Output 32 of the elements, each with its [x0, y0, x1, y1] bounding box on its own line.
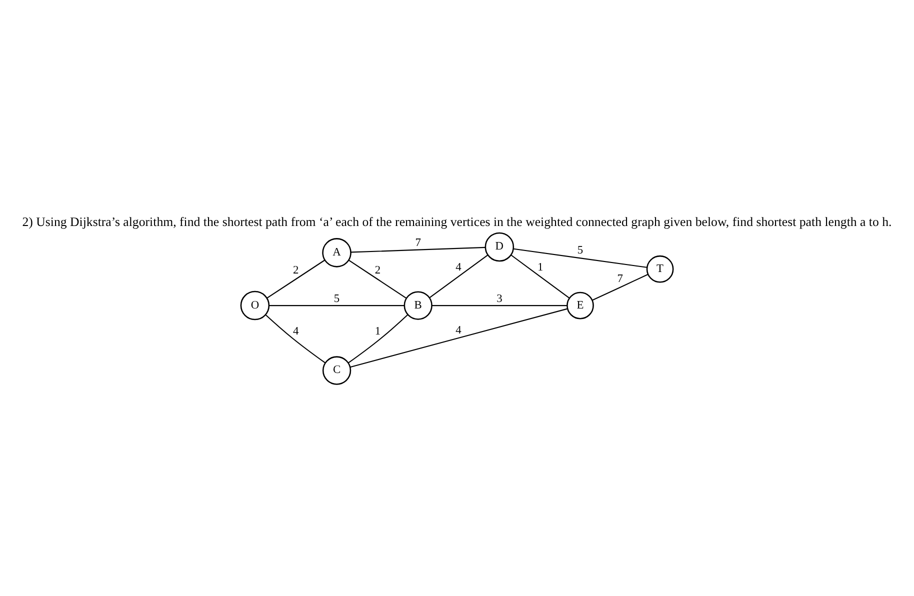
node-circle: E [566, 291, 594, 319]
connector [269, 304, 404, 306]
edge-label: 1 [374, 325, 381, 338]
node-circle: B [404, 290, 432, 320]
connector [350, 246, 486, 252]
edge-label: 2 [374, 264, 381, 276]
edge-label: 5 [577, 244, 584, 256]
node-circle: A [322, 238, 352, 267]
edge-label: 7 [617, 272, 623, 284]
node-circle: O [240, 290, 270, 320]
node-circle: C [322, 356, 352, 384]
edge-label: 4 [456, 324, 462, 336]
node-circle: D [484, 232, 514, 262]
edge-label: 3 [496, 292, 502, 304]
connector [350, 308, 568, 368]
edge-label: 1 [537, 260, 544, 273]
node-circle: T [646, 254, 674, 282]
edge-label: 7 [415, 236, 421, 249]
connector [432, 304, 568, 306]
diagram-title: 2) Using Dijkstra’s algorithm, find the shortest path from ‘a’ each of the remaining vertices in the weighted connected graph given below, find shortest path length a to h. [22, 214, 892, 228]
connector [265, 314, 326, 363]
edge-label: 4 [293, 325, 299, 338]
edge-label: 5 [334, 292, 340, 304]
connector [348, 259, 407, 298]
edge-label: 2 [293, 264, 299, 276]
connector [266, 259, 325, 298]
connector [592, 273, 648, 300]
connector [510, 254, 570, 298]
connector [429, 254, 488, 298]
connector [514, 248, 647, 268]
edge-label: 4 [456, 260, 462, 273]
connector [348, 314, 408, 363]
